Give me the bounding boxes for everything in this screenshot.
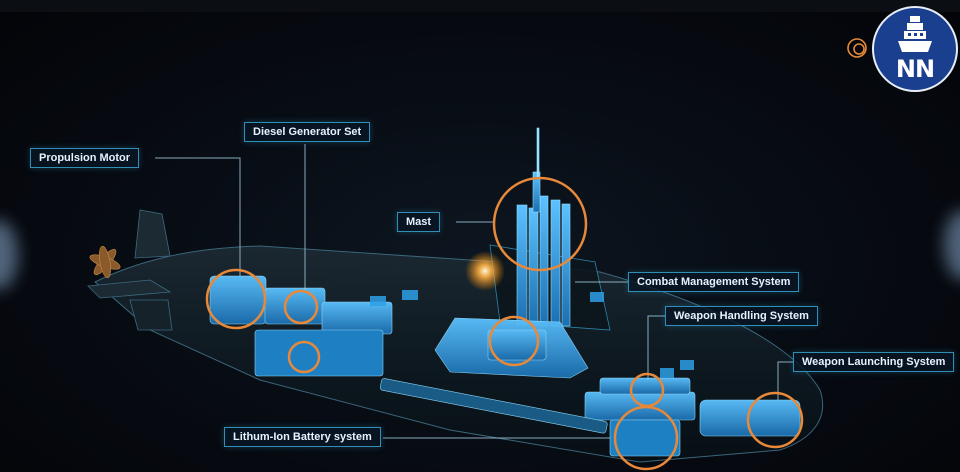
label-weapon-handling-system: Weapon Handling System: [665, 306, 818, 326]
label-mast: Mast: [397, 212, 441, 232]
torpedo-room-equipment: [379, 377, 801, 457]
highlight-rings: [205, 176, 804, 471]
light-flare: [465, 251, 505, 291]
mast-equipment: [516, 127, 571, 327]
control-room-equipment: [434, 317, 589, 379]
label-diesel-generator-set: Diesel Generator Set: [244, 122, 371, 142]
tail-fin-upper: [134, 209, 171, 259]
leader-lines: [155, 144, 793, 439]
label-weapon-launching-system: Weapon Launching System: [793, 352, 955, 372]
propeller: [89, 245, 121, 279]
tail-plane: [87, 279, 172, 299]
corner-logo-icon: [847, 38, 867, 58]
tail-fin-lower: [129, 299, 173, 331]
ship-icon: [898, 16, 932, 52]
label-battery-system: Lithum-Ion Battery system: [224, 427, 381, 447]
channel-logo: NN: [872, 6, 958, 92]
lens-glare-left: [0, 220, 18, 290]
badge-text: NN: [895, 55, 935, 83]
lens-glare-right: [944, 210, 960, 280]
label-propulsion-motor: Propulsion Motor: [30, 148, 140, 168]
label-combat-management-system: Combat Management System: [628, 272, 800, 292]
